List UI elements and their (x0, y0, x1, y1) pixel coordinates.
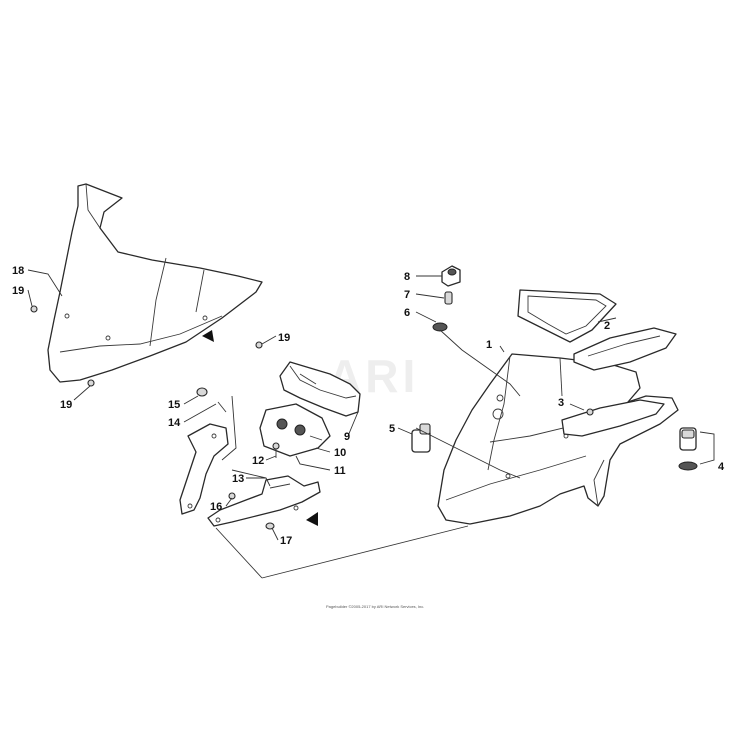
gauge-housing-part-9[interactable] (279, 361, 361, 417)
callout-11: 11 (334, 465, 346, 477)
screw-19-left[interactable] (30, 305, 38, 313)
leader-lines (27, 269, 715, 579)
callout-10: 10 (334, 447, 346, 459)
vent-part-3[interactable] (561, 399, 665, 437)
nut-part-15[interactable] (196, 387, 208, 397)
callout-2: 2 (604, 320, 610, 332)
callout-14: 14 (168, 417, 181, 429)
bolt-part-16[interactable] (228, 492, 236, 500)
bracket-part-13-upper[interactable] (179, 423, 229, 515)
bolt-part-12[interactable] (272, 442, 280, 458)
lamp-part-4[interactable] (678, 427, 698, 471)
callout-6: 6 (404, 307, 410, 319)
callout-8: 8 (404, 271, 410, 283)
callout-19-right: 19 (278, 332, 290, 344)
knob-part-8[interactable] (441, 265, 461, 287)
trim-part-2[interactable] (517, 289, 677, 371)
callout-5: 5 (389, 423, 395, 435)
callout-17: 17 (280, 535, 292, 547)
callout-3: 3 (558, 397, 564, 409)
callout-15: 15 (168, 399, 180, 411)
callout-1: 1 (486, 339, 492, 351)
callout-19-bottom: 19 (60, 399, 72, 411)
grommet-part-6[interactable] (432, 322, 448, 332)
callout-18: 18 (12, 265, 24, 277)
clip-part-7[interactable] (444, 291, 453, 305)
screw-19-right[interactable] (255, 341, 263, 349)
callout-12: 12 (252, 455, 264, 467)
hood-part[interactable] (437, 353, 679, 525)
callout-4: 4 (718, 461, 725, 473)
copyright-text: Pagebuilder ©2005-2017 by ARI Network Se… (326, 604, 424, 609)
callout-19-left: 19 (12, 285, 24, 297)
gauge-bracket-part-10[interactable] (259, 403, 331, 457)
direction-arrow-bracket (306, 512, 318, 526)
nut-part-17[interactable] (265, 522, 275, 530)
callout-16: 16 (210, 501, 222, 513)
callout-9: 9 (344, 431, 350, 443)
switch-part-5[interactable] (411, 423, 431, 453)
windshield-part[interactable] (47, 183, 263, 383)
bracket-part-13-lower[interactable] (207, 475, 321, 527)
callout-7: 7 (404, 289, 410, 301)
callout-13: 13 (232, 473, 244, 485)
screw-part-14[interactable] (217, 401, 227, 413)
direction-arrow-windshield (202, 330, 214, 342)
screw-19-bottom[interactable] (87, 379, 95, 387)
